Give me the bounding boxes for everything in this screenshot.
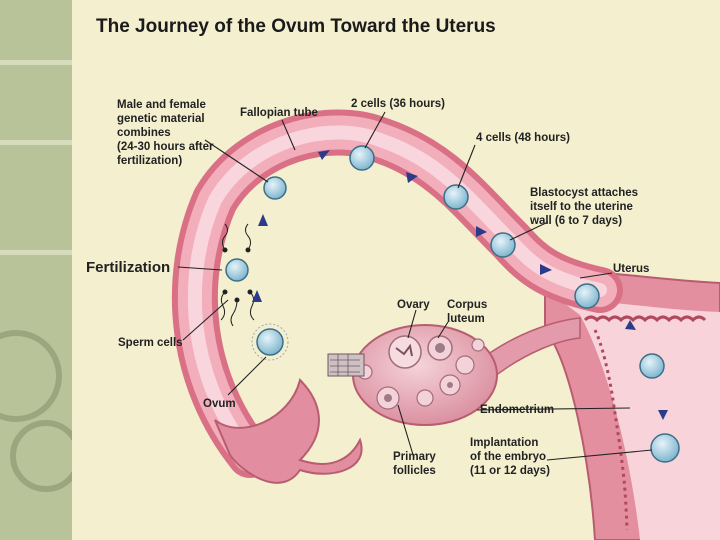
label-endometrium: Endometrium <box>480 404 555 416</box>
endometrium-ridges <box>583 315 707 323</box>
label-line: Implantation <box>470 437 539 449</box>
label-line: combines <box>117 127 171 139</box>
sperm-icon <box>220 223 255 327</box>
label-blastocyst: Blastocyst attaches itself to the uterin… <box>530 186 638 228</box>
label-line: luteum <box>447 313 485 325</box>
implanted-embryo-icon <box>650 433 680 463</box>
label-ovary: Ovary <box>397 299 430 311</box>
label-ovum: Ovum <box>203 398 236 410</box>
decorative-side-panel <box>0 0 72 540</box>
follicles <box>357 335 485 410</box>
morula-cell-icon <box>490 232 516 258</box>
panel-stripe <box>0 140 72 145</box>
developing-embryo-cells <box>220 145 680 463</box>
panel-circle-ornament <box>0 330 62 422</box>
label-corpus-luteum: Corpus luteum <box>447 298 487 326</box>
label-primary-follicles: Primary follicles <box>393 450 436 478</box>
label-line: wall (6 to 7 days) <box>530 215 623 227</box>
ovum-corona-icon <box>251 323 289 361</box>
label-line: genetic material <box>117 113 205 125</box>
panel-circle-ornament <box>10 420 72 492</box>
label-line: itself to the uterine <box>530 201 633 213</box>
fertilized-cell-icon <box>225 258 249 282</box>
label-uterus: Uterus <box>613 263 650 275</box>
blastocyst-cell-icon <box>639 353 665 379</box>
ovarian-ligament <box>479 317 581 382</box>
label-fertilization: Fertilization <box>86 259 171 276</box>
page-title: The Journey of the Ovum Toward the Uteru… <box>96 16 496 37</box>
label-line: (11 or 12 days) <box>470 465 550 477</box>
panel-stripe <box>0 250 72 255</box>
blastocyst-cell-icon <box>574 283 600 309</box>
label-two-cells: 2 cells (36 hours) <box>351 98 445 110</box>
label-implantation: Implantation of the embryo (11 or 12 day… <box>470 436 550 478</box>
uterus-wall <box>544 268 720 540</box>
ovary <box>327 317 581 426</box>
ruptured-follicle <box>327 353 365 377</box>
panel-stripe <box>0 60 72 65</box>
label-fallopian-tube: Fallopian tube <box>240 107 318 119</box>
label-genetic-material: Male and female genetic material combine… <box>117 98 214 168</box>
arrow-icon <box>252 150 668 420</box>
label-line: Male and female <box>117 99 206 111</box>
endometrium-ridges <box>593 329 629 531</box>
label-four-cells: 4 cells (48 hours) <box>476 132 570 144</box>
label-line: (24-30 hours after <box>117 141 214 153</box>
zygote-cell-icon <box>263 176 287 200</box>
label-sperm-cells: Sperm cells <box>118 337 183 349</box>
fallopian-tube <box>171 109 623 478</box>
fimbriae <box>214 378 363 484</box>
label-line: follicles <box>393 465 436 477</box>
ovum-cell-icon <box>256 328 284 356</box>
leader-lines <box>177 111 653 461</box>
label-line: Primary <box>393 451 436 463</box>
four-cell-icon <box>443 184 469 210</box>
label-line: Blastocyst attaches <box>530 187 639 199</box>
label-line: of the embryo <box>470 451 547 463</box>
label-line: Corpus <box>447 299 488 311</box>
label-line: fertilization) <box>117 155 183 167</box>
two-cell-icon <box>349 145 375 171</box>
